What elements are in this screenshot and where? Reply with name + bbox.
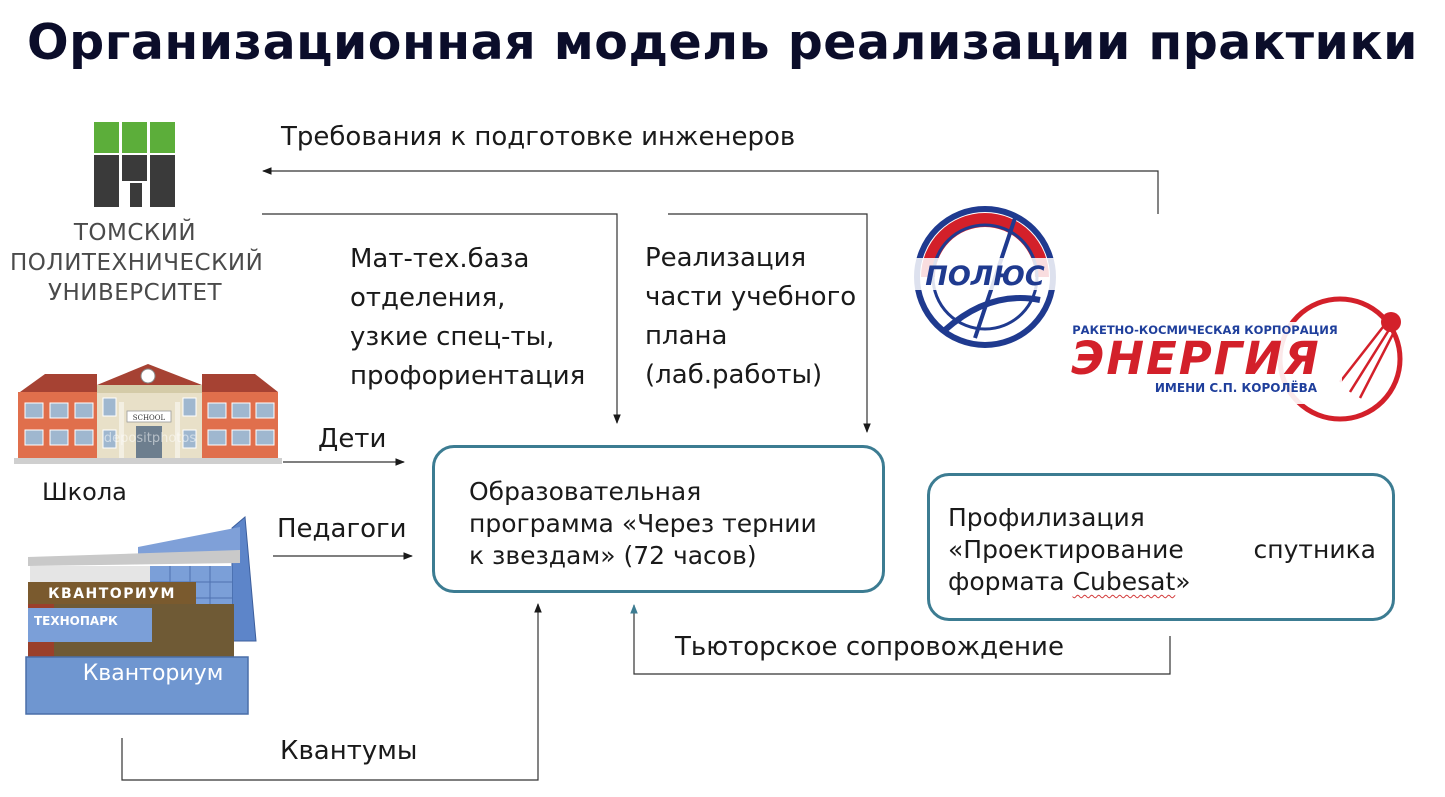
curriculum-line: плана bbox=[645, 321, 728, 351]
requirements-arrow bbox=[262, 167, 1159, 214]
material-base-line: профориентация bbox=[350, 361, 586, 391]
children-label: Дети bbox=[318, 424, 387, 454]
profile-word: Cubesat bbox=[1072, 567, 1176, 596]
profile-line: Профилизация bbox=[948, 503, 1145, 532]
page-title: Организационная модель реализации практи… bbox=[27, 14, 1418, 71]
school-watermark: depositphotos bbox=[104, 431, 196, 446]
kvantums-label: Квантумы bbox=[280, 736, 418, 766]
profile-box: Профилизация «Проектирование спутника фо… bbox=[927, 473, 1395, 621]
profile-word: формата bbox=[948, 567, 1065, 596]
polyus-text: ПОЛЮС bbox=[925, 261, 1045, 292]
program-line: к звездам» (72 часов) bbox=[469, 541, 757, 570]
energia-bottom-text: ИМЕНИ С.П. КОРОЛЁВА bbox=[1155, 380, 1318, 395]
profile-line: «Проектирование спутника bbox=[948, 534, 1376, 566]
kvantums-arrow bbox=[121, 603, 542, 781]
curriculum-arrow bbox=[668, 213, 871, 433]
program-line: программа «Через тернии bbox=[469, 509, 817, 538]
teachers-label: Педагоги bbox=[277, 514, 407, 544]
tpu-logo-text: ТОМСКИЙ ПОЛИТЕХНИЧЕСКИЙ УНИВЕРСИТЕТ bbox=[10, 218, 264, 308]
technopark-sign: ТЕХНОПАРК bbox=[34, 614, 118, 628]
kvantorium-name: Кванториум bbox=[83, 661, 224, 686]
energia-top-text: РАКЕТНО-КОСМИЧЕСКАЯ КОРПОРАЦИЯ bbox=[1072, 323, 1338, 337]
tpu-line-3: УНИВЕРСИТЕТ bbox=[47, 280, 223, 306]
profile-word: » bbox=[1175, 567, 1191, 596]
energia-main-text: ЭНЕРГИЯ bbox=[1071, 332, 1320, 385]
curriculum-line: Реализация bbox=[645, 243, 807, 273]
tpu-line-1: ТОМСКИЙ bbox=[73, 220, 197, 246]
kvantorium-sign: КВАНТОРИУМ bbox=[48, 586, 176, 602]
material-base-line: узкие спец-ты, bbox=[350, 322, 555, 352]
material-base-line: отделения, bbox=[350, 283, 506, 313]
curriculum-line: (лаб.работы) bbox=[645, 360, 823, 390]
profile-word: «Проектирование bbox=[948, 535, 1184, 564]
program-box: Образовательная программа «Через тернии … bbox=[432, 445, 885, 593]
material-base-arrow bbox=[262, 213, 621, 424]
tpu-line-2: ПОЛИТЕХНИЧЕСКИЙ bbox=[10, 250, 264, 276]
tutor-arrow bbox=[630, 604, 1171, 675]
requirements-label: Требования к подготовке инженеров bbox=[281, 122, 796, 152]
school-sign: SCHOOL bbox=[133, 414, 166, 422]
curriculum-label: Реализация части учебного плана (лаб.раб… bbox=[645, 239, 856, 395]
material-base-label: Мат-тех.база отделения, узкие спец-ты, п… bbox=[350, 240, 585, 396]
program-line: Образовательная bbox=[469, 477, 702, 506]
curriculum-line: части учебного bbox=[645, 282, 857, 312]
profile-word: спутника bbox=[1253, 535, 1376, 564]
tutor-label: Тьюторское сопровождение bbox=[675, 632, 1064, 662]
school-label: Школа bbox=[42, 478, 127, 506]
profile-line: формата Cubesat» bbox=[948, 566, 1376, 598]
material-base-line: Мат-тех.база bbox=[350, 244, 530, 274]
